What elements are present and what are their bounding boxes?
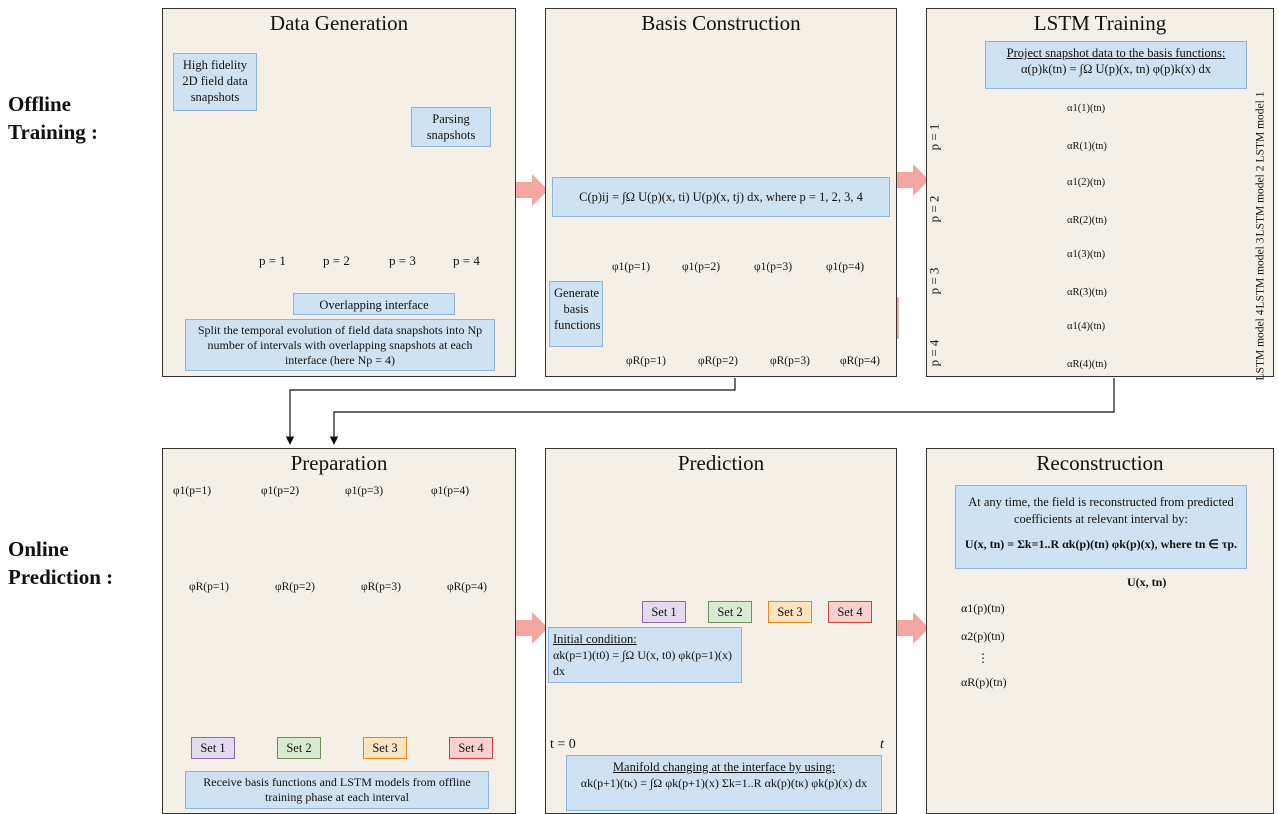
prep-basis-top-2: φ1(p=2) xyxy=(261,485,300,497)
prep-basis-top-4: φ1(p=4) xyxy=(431,485,470,497)
coef-top-1: α1(1)(tn) xyxy=(1067,103,1106,114)
coef-bottom-1: αR(1)(tn) xyxy=(1067,141,1107,152)
panel-title: Basis Construction xyxy=(641,11,801,35)
manifold-box: Manifold changing at the interface by us… xyxy=(566,755,882,811)
receive-text: Receive basis functions and LSTM models … xyxy=(185,771,489,809)
generate-basis-label: Generate basis functions xyxy=(549,281,603,347)
p-label-1: p = 1 xyxy=(926,123,942,151)
manifold-equation: αk(p+1)(tκ) = ∫Ω φk(p+1)(x) Σk=1..R αk(p… xyxy=(580,776,868,790)
coef-list-4: αR(p)(tn) xyxy=(961,675,1007,689)
pred-set-2: Set 2 xyxy=(708,601,752,623)
basis-top-4: φ1(p=4) xyxy=(826,261,865,273)
overlap-label: Overlapping interface xyxy=(293,293,455,315)
pred-set-3: Set 3 xyxy=(768,601,812,623)
reconstruction-equation: U(x, tn) = Σk=1..R αk(p)(tn) φk(p)(x), w… xyxy=(964,537,1238,551)
connector-lstm-to-prep xyxy=(329,378,1115,445)
prep-basis-top-1: φ1(p=1) xyxy=(173,485,212,497)
panel-preparation: Preparation φ1(p=1) φ1(p=2) φ1(p=3) φ1(p… xyxy=(162,448,516,814)
lstm-model-4: LSTM model 4 xyxy=(1254,309,1267,381)
coef-list-1: α1(p)(tn) xyxy=(961,601,1005,615)
coef-list-2: α2(p)(tn) xyxy=(961,629,1005,643)
correlation-equation: C(p)ij = ∫Ω U(p)(x, ti) U(p)(x, tj) dx, … xyxy=(552,177,890,217)
coef-list-3: ⋮ xyxy=(977,651,989,665)
initial-equation: αk(p=1)(t0) = ∫Ω U(x, t0) φk(p=1)(x) dx xyxy=(553,648,733,678)
pred-set-4: Set 4 xyxy=(828,601,872,623)
panel-title: Prediction xyxy=(677,451,765,475)
initial-label: Initial condition: xyxy=(553,632,637,646)
panel-lstm-training: LSTM Training Project snapshot data to t… xyxy=(926,8,1274,380)
basis-bottom-1: φR(p=1) xyxy=(626,355,666,367)
arrow-pred-to-rec xyxy=(897,612,929,644)
coef-top-2: α1(2)(tn) xyxy=(1067,177,1106,188)
basis-top-1: φ1(p=1) xyxy=(612,261,651,273)
project-equation: α(p)k(tn) = ∫Ω U(p)(x, tn) φ(p)k(x) dx xyxy=(1020,62,1212,76)
pred-set-1: Set 1 xyxy=(642,601,686,623)
prep-basis-bottom-1: φR(p=1) xyxy=(189,581,229,593)
lstm-model-3: LSTM model 3 xyxy=(1254,237,1267,309)
panel-prediction: Prediction Set 1 Set 2 Set 3 Set 4 Initi… xyxy=(545,448,897,814)
row-label-online: Online Prediction : xyxy=(8,537,114,589)
prep-basis-bottom-2: φR(p=2) xyxy=(275,581,315,593)
prep-set-1: Set 1 xyxy=(191,737,235,759)
interval-label-2: p = 2 xyxy=(323,253,350,268)
reconstruction-info: At any time, the field is reconstructed … xyxy=(955,485,1247,569)
arrow-prep-to-pred xyxy=(516,612,548,644)
p-label-3: p = 3 xyxy=(926,267,942,295)
panel-title: LSTM Training xyxy=(1033,11,1167,35)
manifold-label: Manifold changing at the interface by us… xyxy=(612,760,836,774)
row-label-offline: Offline Training : xyxy=(8,92,99,144)
panel-basis-construction: Basis Construction C(p)ij = ∫Ω U(p)(x, t… xyxy=(545,8,897,377)
basis-top-3: φ1(p=3) xyxy=(754,261,793,273)
interval-label-3: p = 3 xyxy=(389,253,416,268)
coef-top-4: α1(4)(tn) xyxy=(1067,321,1106,332)
prep-basis-bottom-4: φR(p=4) xyxy=(447,581,487,593)
prep-set-4: Set 4 xyxy=(449,737,493,759)
project-box: Project snapshot data to the basis funct… xyxy=(985,41,1247,89)
coef-bottom-3: αR(3)(tn) xyxy=(1067,287,1107,298)
arrow-dg-to-bc xyxy=(516,174,548,206)
basis-bottom-4: φR(p=4) xyxy=(840,355,880,367)
parsing-label: Parsing snapshots xyxy=(411,107,491,147)
connector-basis-to-prep xyxy=(285,378,736,445)
coef-bottom-2: αR(2)(tn) xyxy=(1067,215,1107,226)
reconstruction-text: At any time, the field is reconstructed … xyxy=(968,495,1234,526)
panel-title: Preparation xyxy=(290,451,388,475)
basis-bottom-3: φR(p=3) xyxy=(770,355,810,367)
panel-reconstruction: Reconstruction At any time, the field is… xyxy=(926,448,1274,814)
panel-data-generation: Data Generation High fidelity 2D field d… xyxy=(162,8,516,377)
interval-label-1: p = 1 xyxy=(259,253,286,268)
lstm-model-1: LSTM model 1 xyxy=(1254,91,1267,163)
interval-label-4: p = 4 xyxy=(453,253,480,268)
basis-bottom-2: φR(p=2) xyxy=(698,355,738,367)
snapshot-label: High fidelity 2D field data snapshots xyxy=(173,53,257,111)
prep-set-3: Set 3 xyxy=(363,737,407,759)
t-end-label: t xyxy=(880,737,884,752)
panel-title: Data Generation xyxy=(269,11,409,35)
basis-top-2: φ1(p=2) xyxy=(682,261,721,273)
p-label-2: p = 2 xyxy=(926,195,942,223)
project-label: Project snapshot data to the basis funct… xyxy=(1006,46,1226,60)
t0-label: t = 0 xyxy=(550,737,576,752)
coef-top-3: α1(3)(tn) xyxy=(1067,249,1106,260)
lstm-model-2: LSTM model 2 xyxy=(1254,165,1267,237)
arrow-bc-to-lstm xyxy=(897,164,929,196)
prep-basis-top-3: φ1(p=3) xyxy=(345,485,384,497)
split-text: Split the temporal evolution of field da… xyxy=(185,319,495,371)
panel-title: Reconstruction xyxy=(1036,451,1164,475)
prep-basis-bottom-3: φR(p=3) xyxy=(361,581,401,593)
p-label-4: p = 4 xyxy=(926,339,942,367)
field-label: U(x, tn) xyxy=(1127,575,1167,589)
initial-condition-box: Initial condition: αk(p=1)(t0) = ∫Ω U(x,… xyxy=(548,627,742,683)
prep-set-2: Set 2 xyxy=(277,737,321,759)
coef-bottom-4: αR(4)(tn) xyxy=(1067,359,1107,370)
